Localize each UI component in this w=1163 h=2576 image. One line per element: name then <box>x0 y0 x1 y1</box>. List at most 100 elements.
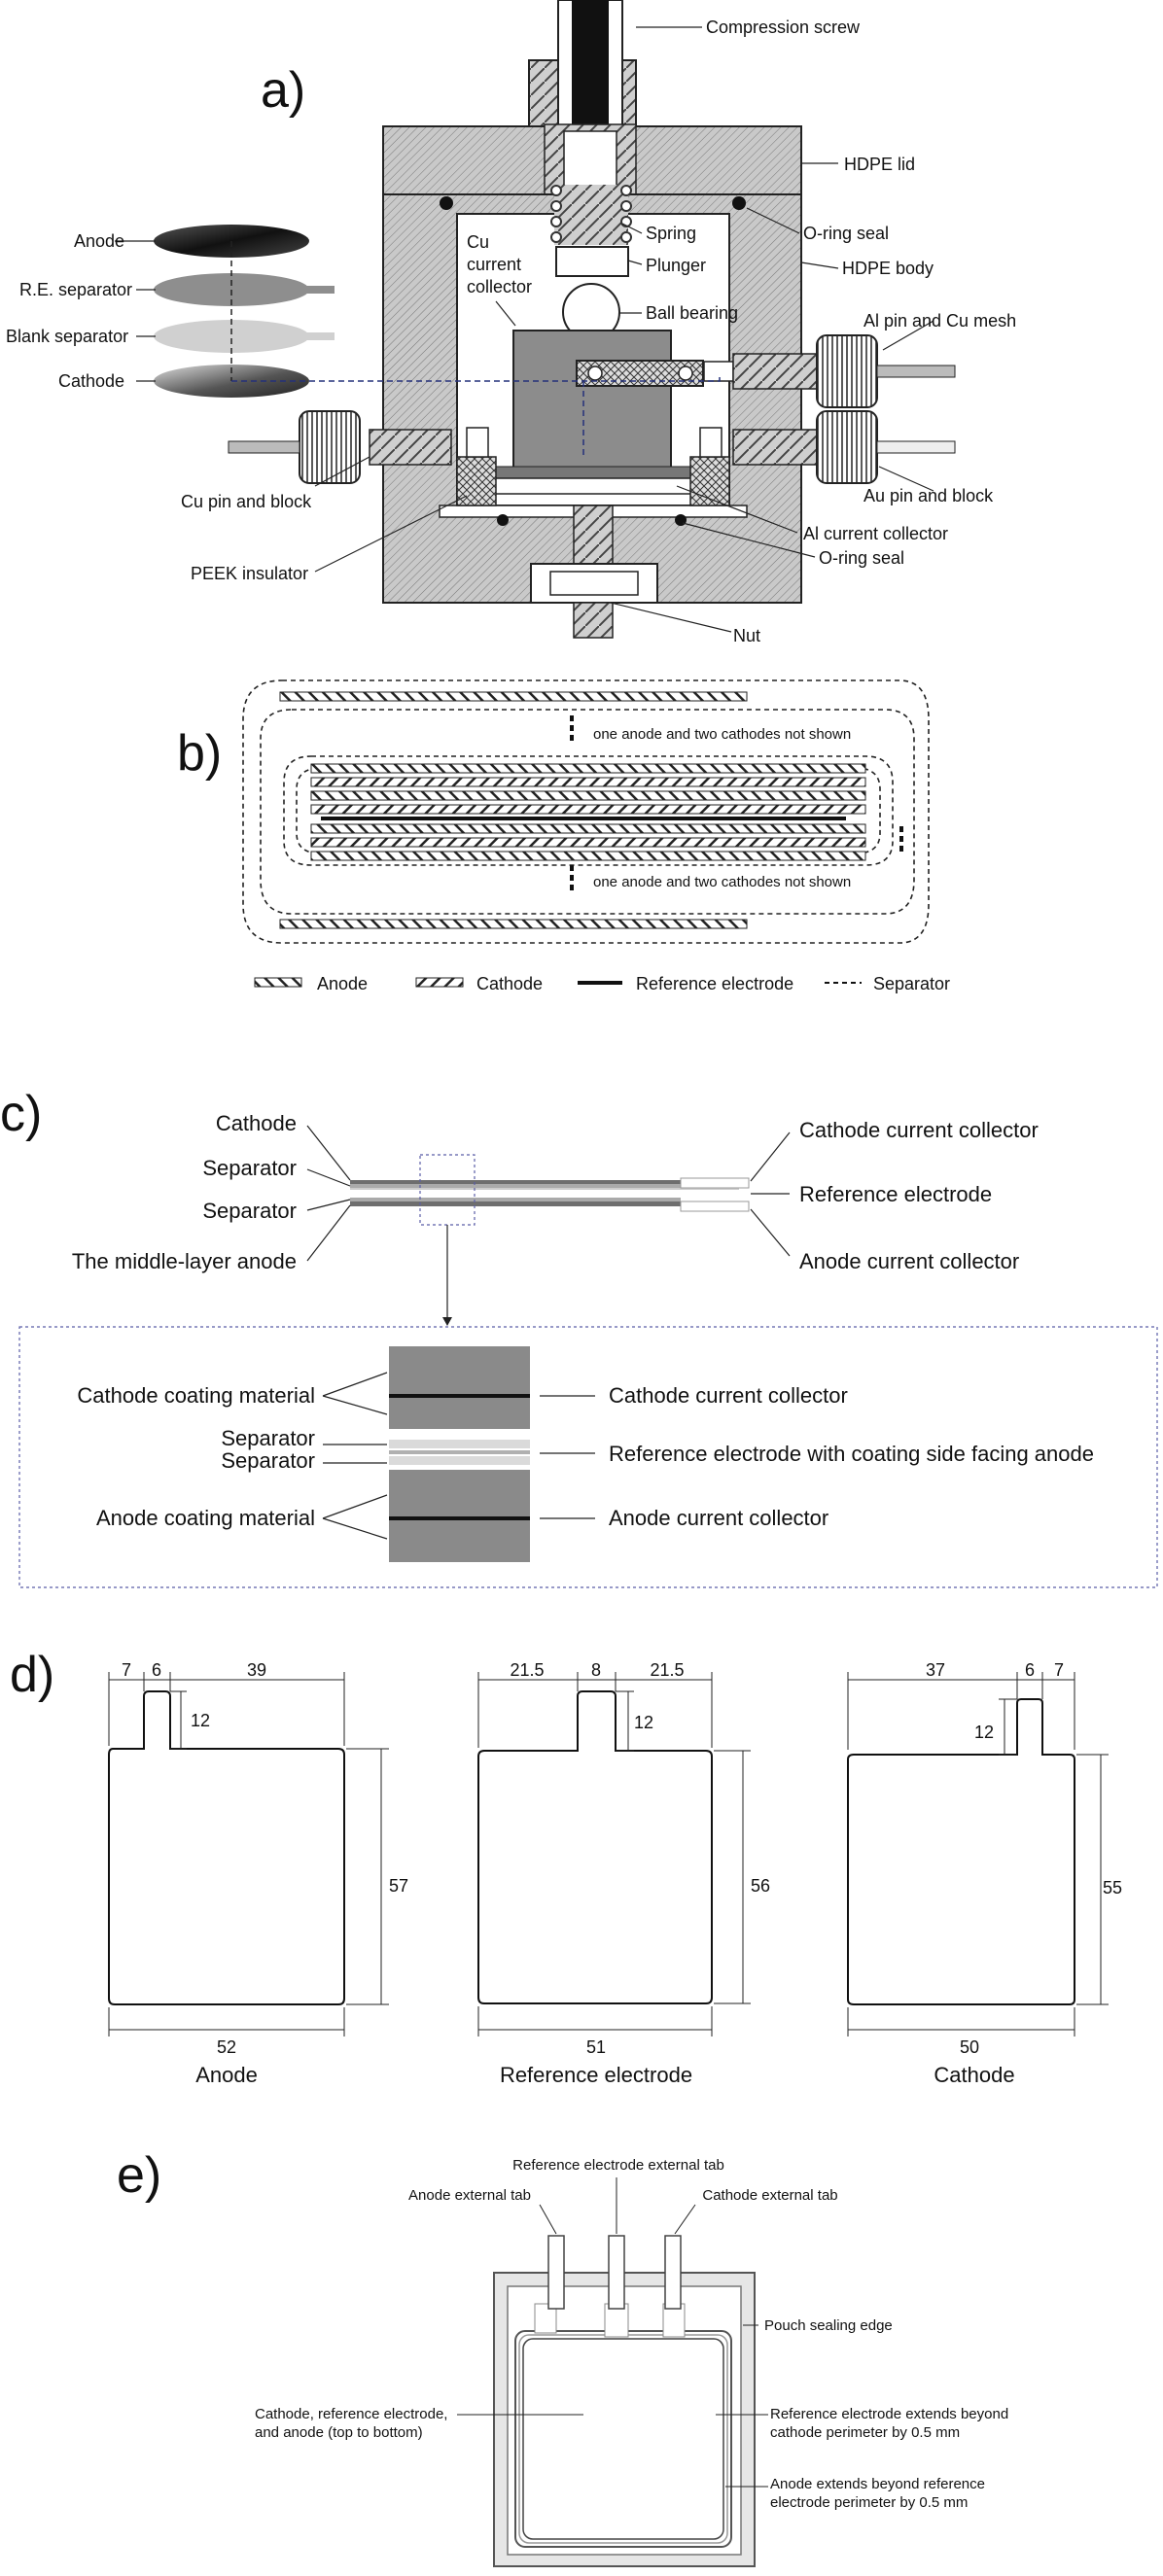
legend-cathode: Cathode <box>476 974 543 993</box>
label-hdpe-body: HDPE body <box>842 259 934 278</box>
c-label-cathode-cc: Cathode current collector <box>799 1118 1039 1142</box>
inner-stack <box>310 763 866 861</box>
zoom-cathode <box>389 1346 530 1429</box>
zoom-label-separator-1: Separator <box>221 1426 315 1450</box>
panel-b-legend: Anode Cathode Reference electrode Separa… <box>254 974 950 993</box>
c-label-separator-2: Separator <box>202 1199 297 1223</box>
bottom-screw-end <box>573 602 614 639</box>
cathode-perimeter <box>522 2338 724 2540</box>
plunger <box>555 246 629 277</box>
label-al-pin-cu-mesh: Al pin and Cu mesh <box>863 311 1016 331</box>
panel-a-leaders <box>115 26 934 633</box>
panel-c-letter: c) <box>0 1086 42 1142</box>
not-shown-top: one anode and two cathodes not shown <box>593 726 851 743</box>
e-label-cathode-tab: Cathode external tab <box>702 2187 837 2204</box>
screw-shaft <box>572 0 609 131</box>
o-ring-bottom-right <box>675 514 687 526</box>
anode-external-tab <box>547 2235 565 2310</box>
label-spring: Spring <box>646 224 696 243</box>
label-peek-insulator: PEEK insulator <box>191 564 308 583</box>
legend-reference: Reference electrode <box>636 974 793 993</box>
anode-dim-12: 12 <box>191 1711 210 1730</box>
panel-b: b) one anode and two cathodes not shown … <box>177 679 950 993</box>
o-ring-top-right <box>732 196 746 210</box>
blank-separator-tab <box>301 332 335 340</box>
re-separator-tab <box>301 286 335 294</box>
cathode-dim-50: 50 <box>960 2037 979 2057</box>
external-tabs <box>534 2235 686 2338</box>
label-o-ring-bottom: O-ring seal <box>819 548 904 568</box>
legend-separator: Separator <box>873 974 950 993</box>
label-hdpe-lid: HDPE lid <box>844 155 915 174</box>
panel-c-leaders <box>306 1125 791 1262</box>
c-cathode-layer <box>350 1180 681 1184</box>
label-o-ring-top: O-ring seal <box>803 224 889 243</box>
anode-dim-57: 57 <box>389 1876 408 1896</box>
bottom-screw <box>573 505 614 569</box>
cathode-dim-55: 55 <box>1103 1878 1122 1897</box>
c-label-cathode: Cathode <box>216 1111 297 1135</box>
label-blank-separator: Blank separator <box>6 327 128 346</box>
cu-pin-block <box>466 427 489 458</box>
panel-e: e) Reference electrode external tab Anod… <box>117 2147 1008 2567</box>
anode-dim-39: 39 <box>247 1660 266 1680</box>
c-separator-2 <box>350 1198 681 1201</box>
cathode-dim-12: 12 <box>974 1723 994 1742</box>
panel-c-zoom-leaders <box>322 1372 595 1540</box>
panel-a-labels: Compression screw HDPE lid O-ring seal S… <box>6 17 1016 645</box>
outer-anode-top <box>279 691 748 702</box>
reference-dim-56: 56 <box>751 1876 770 1896</box>
c-label-anode-cc: Anode current collector <box>799 1249 1019 1273</box>
zoom-label-reference: Reference electrode with coating side fa… <box>609 1442 1094 1466</box>
lid-screw-bore <box>563 130 617 191</box>
not-shown-bottom: one anode and two cathodes not shown <box>593 874 851 890</box>
legend-anode-swatch <box>254 977 302 988</box>
e-label-anode-tab: Anode external tab <box>408 2187 531 2204</box>
c-reference-layer <box>350 1188 739 1190</box>
reference-dim-51: 51 <box>586 2037 606 2057</box>
e-label-sealing-edge: Pouch sealing edge <box>764 2317 893 2334</box>
reference-dim-21-5-right: 21.5 <box>650 1660 684 1680</box>
label-cu-collector-3: collector <box>467 277 532 296</box>
e-label-anode-extend-1: Anode extends beyond reference <box>770 2476 985 2492</box>
cathode-dim-6: 6 <box>1025 1660 1035 1680</box>
panel-d-letter: d) <box>10 1647 54 1703</box>
mesh-screw-left <box>587 366 603 381</box>
cu-block <box>512 330 672 472</box>
nut-face <box>549 571 639 596</box>
panel-b-letter: b) <box>177 725 222 782</box>
panel-a: a) <box>6 0 1016 645</box>
al-pin <box>703 334 956 408</box>
legend-anode: Anode <box>317 974 368 993</box>
zoom-cathode-cc <box>389 1394 530 1398</box>
label-ball-bearing: Ball bearing <box>646 303 738 323</box>
spring <box>550 185 632 245</box>
c-label-middle-anode: The middle-layer anode <box>72 1249 297 1273</box>
e-label-re-extend-2: cathode perimeter by 0.5 mm <box>770 2424 960 2441</box>
c-separator-1 <box>350 1184 681 1188</box>
e-label-anode-extend-2: electrode perimeter by 0.5 mm <box>770 2494 968 2511</box>
reference-external-tab <box>608 2235 625 2310</box>
e-label-re-tab: Reference electrode external tab <box>512 2157 724 2174</box>
mesh-screw-right <box>678 366 693 381</box>
al-current-collector <box>456 477 730 495</box>
anode-dim-52: 52 <box>217 2037 236 2057</box>
c-anode-cc-tab <box>680 1201 750 1212</box>
label-compression-screw: Compression screw <box>706 17 861 37</box>
zoom-panel <box>18 1326 1158 1588</box>
anode-name: Anode <box>195 2063 258 2087</box>
panel-c-labels: Cathode Separator Separator The middle-l… <box>72 1111 1039 1273</box>
legend-cathode-swatch <box>415 977 464 988</box>
outer-anode-bottom <box>279 919 748 929</box>
panel-c-zoom-labels: Cathode coating material Separator Separ… <box>77 1383 1094 1530</box>
c-label-reference: Reference electrode <box>799 1182 992 1206</box>
d-cathode: 37 6 7 12 55 50 Cathode <box>847 1660 1122 2087</box>
d-reference: 21.5 8 21.5 12 56 51 Reference electrode <box>477 1660 770 2087</box>
zoom-label-anode-cc: Anode current collector <box>609 1506 828 1530</box>
reference-dim-12: 12 <box>634 1713 653 1732</box>
label-anode-disc: Anode <box>74 231 124 251</box>
zoom-reference <box>389 1450 530 1454</box>
o-ring-top-left <box>440 196 453 210</box>
zoom-separator-2 <box>389 1456 530 1465</box>
